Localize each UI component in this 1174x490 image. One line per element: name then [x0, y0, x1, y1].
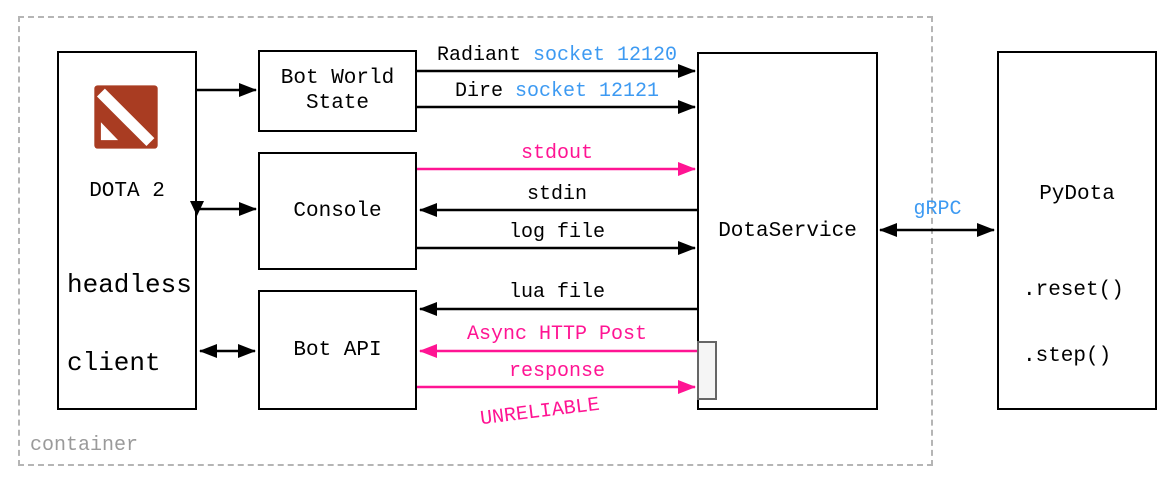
dota2-title: DOTA 2 [89, 180, 165, 203]
dire-socket-port: socket 12121 [514, 80, 660, 103]
node-dotaservice: DotaService [697, 52, 878, 410]
edge-label-async-http-post: Async HTTP Post [466, 323, 648, 346]
node-bot-world-state: Bot World State [258, 50, 417, 132]
dotaservice-http-port [697, 341, 717, 400]
edge-label-lua-file: lua file [508, 281, 605, 304]
edge-label-dire: Dire socket 12121 [454, 80, 660, 103]
pydota-methods: .reset() .step() [1023, 236, 1124, 412]
node-bot-api: Bot API [258, 290, 417, 410]
container-label: container [30, 434, 139, 457]
dota2-logo-icon [94, 85, 158, 149]
edge-label-radiant: Radiant socket 12120 [436, 44, 678, 67]
pydota-method-reset: .reset() [1023, 279, 1124, 302]
dota2-subtitle: headless client [67, 270, 192, 378]
radiant-socket-port: socket 12120 [532, 44, 678, 67]
edge-label-grpc: gRPC [913, 198, 962, 221]
container-boundary [18, 16, 933, 466]
edge-label-stdout: stdout [520, 142, 593, 165]
node-dota2: DOTA 2 headless client [57, 51, 197, 410]
edge-label-log-file: log file [508, 221, 605, 244]
node-console: Console [258, 152, 417, 270]
edge-label-stdin: stdin [526, 183, 587, 206]
node-pydota: PyDota .reset() .step() [997, 51, 1157, 410]
pydota-method-step: .step() [1023, 345, 1112, 368]
edge-label-response: response [508, 360, 605, 383]
pydota-title: PyDota [1039, 183, 1115, 206]
